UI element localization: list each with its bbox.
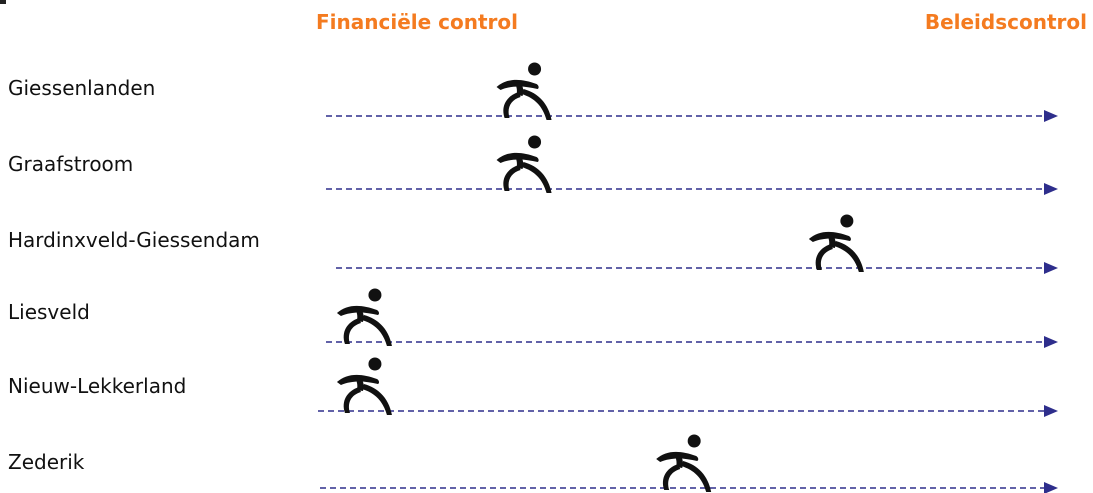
runner-icon bbox=[496, 135, 552, 193]
runner-icon bbox=[656, 434, 712, 492]
arrowhead-icon bbox=[1044, 482, 1058, 493]
header-beleidscontrol: Beleidscontrol bbox=[924, 10, 1087, 34]
row-label-giessenlanden: Giessenlanden bbox=[8, 76, 156, 100]
row-label-zederik: Zederik bbox=[8, 450, 85, 474]
row-label-graafstroom: Graafstroom bbox=[8, 152, 134, 176]
runner-icon bbox=[336, 357, 392, 415]
row-label-nieuw-lekkerland: Nieuw-Lekkerland bbox=[8, 374, 187, 398]
runner-icon bbox=[496, 62, 552, 120]
row-label-hardinxveld-giessendam: Hardinxveld-Giessendam bbox=[8, 228, 260, 252]
header-financiele-control: Financiële control bbox=[316, 10, 519, 34]
arrowhead-icon bbox=[1044, 405, 1058, 417]
arrowhead-icon bbox=[1044, 110, 1058, 122]
runner-icon bbox=[808, 214, 864, 272]
arrowhead-icon bbox=[1044, 262, 1058, 274]
row-label-liesveld: Liesveld bbox=[8, 300, 90, 324]
arrowhead-icon bbox=[1044, 183, 1058, 195]
corner-mark bbox=[0, 0, 6, 4]
arrowhead-icon bbox=[1044, 336, 1058, 348]
runner-icon bbox=[336, 288, 392, 346]
